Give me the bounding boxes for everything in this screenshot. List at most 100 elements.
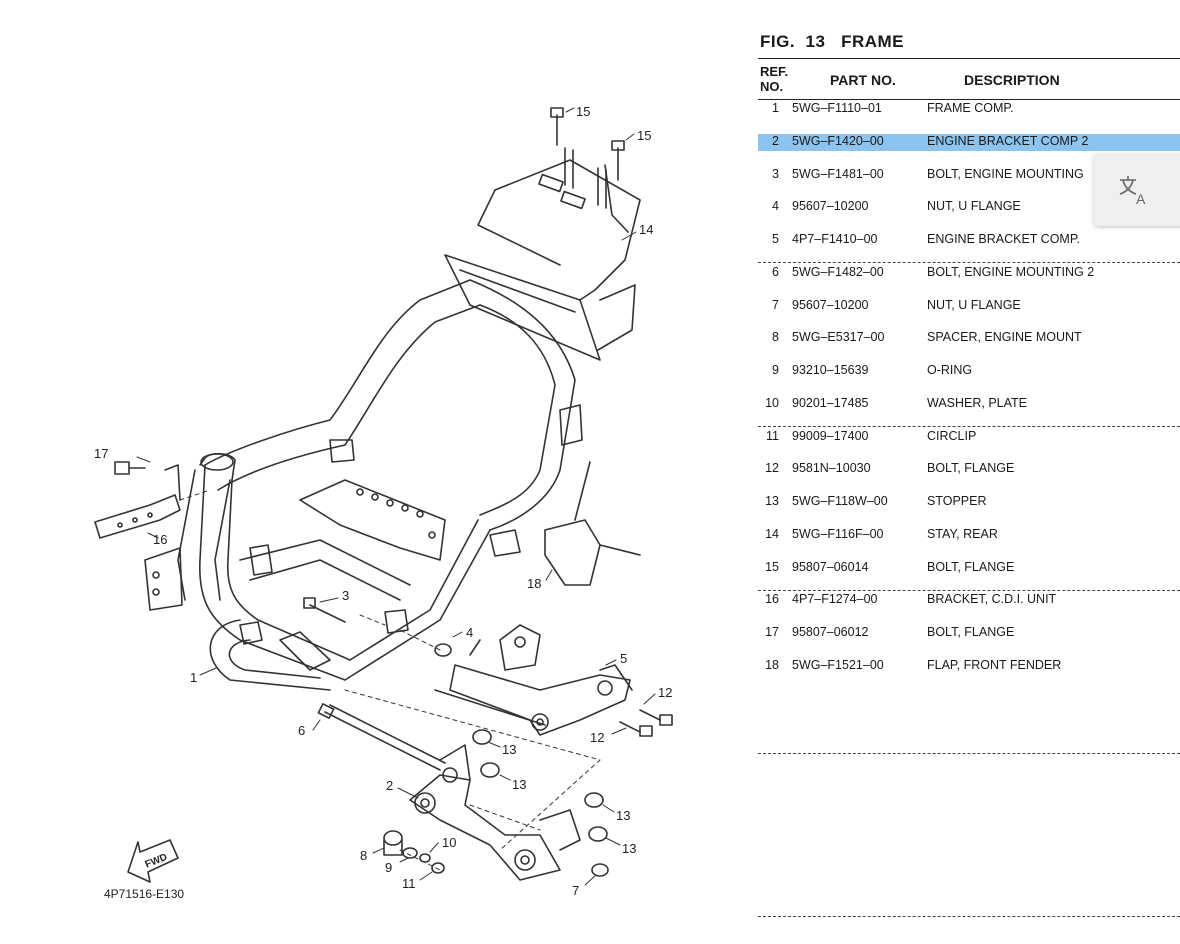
ref-cell: 10 (765, 395, 779, 410)
parts-list: FIG. 13 FRAME REF. NO. PART NO. DESCRIPT… (758, 30, 1180, 930)
header-part-no: PART NO. (830, 72, 896, 88)
description-cell: WASHER, PLATE (927, 395, 1028, 410)
callout-13b: 13 (512, 777, 526, 792)
part-number-cell: 5WG–F1420–00 (792, 133, 884, 148)
group-divider (758, 426, 1180, 427)
ref-cell: 13 (765, 494, 779, 508)
engine-bracket-comp (449, 624, 633, 736)
diagram-code: 4P71516-E130 (104, 887, 184, 901)
part-number-cell: 99009–17400 (792, 428, 869, 443)
header-top-rule (758, 58, 1180, 59)
table-row[interactable]: 4 95607–10200 NUT, U FLANGE (758, 199, 1180, 216)
part-number-cell: 93210–15639 (792, 363, 869, 377)
ref-cell: 8 (772, 330, 779, 345)
part-number-cell: 90201–17485 (792, 395, 869, 410)
group-divider (758, 753, 1180, 754)
svg-text:A: A (1136, 191, 1146, 207)
description-cell: STOPPER (927, 494, 987, 508)
table-row[interactable]: 15 95807–06014 BOLT, FLANGE (758, 560, 1180, 577)
ref-cell: 1 (772, 101, 779, 115)
table-row[interactable]: 7 95607–10200 NUT, U FLANGE (758, 298, 1180, 315)
part-number-cell: 95807–06014 (792, 559, 869, 574)
ref-cell: 7 (772, 297, 779, 312)
part-number-cell: 5WG–F1521–00 (792, 657, 884, 672)
ref-cell: 15 (765, 559, 779, 574)
part-number-cell: 95607–10200 (792, 297, 869, 312)
ref-cell: 14 (765, 526, 779, 541)
description-cell: ENGINE BRACKET COMP 2 (927, 133, 1089, 148)
part-number-cell: 9581N–10030 (792, 461, 871, 476)
part-number-cell: 4P7–F1410–00 (792, 232, 878, 246)
description-cell: NUT, U FLANGE (927, 297, 1021, 312)
callout-17: 17 (94, 446, 108, 461)
callout-12a: 12 (658, 685, 672, 700)
engine-bolts (317, 689, 546, 771)
description-cell: NUT, U FLANGE (927, 199, 1021, 214)
callout-2: 2 (386, 778, 393, 793)
callout-11: 11 (402, 876, 416, 891)
description-cell: BOLT, FLANGE (927, 461, 1015, 476)
ref-cell: 4 (772, 199, 779, 214)
description-cell: BOLT, FLANGE (927, 559, 1015, 574)
description-cell: BOLT, FLANGE (927, 625, 1015, 639)
callout-12b: 12 (590, 730, 604, 745)
table-row[interactable]: 12 9581N–10030 BOLT, FLANGE (758, 461, 1180, 478)
part-number-cell: 5WG–F116F–00 (792, 526, 884, 541)
table-row[interactable]: 2 5WG–F1420–00 ENGINE BRACKET COMP 2 (758, 133, 1180, 151)
ref-cell: 3 (772, 166, 779, 181)
callout-13a: 13 (502, 742, 516, 757)
leader-lines (136, 107, 656, 886)
description-cell: BOLT, ENGINE MOUNTING 2 (927, 264, 1095, 279)
description-cell: STAY, REAR (927, 526, 998, 541)
ref-cell: 16 (765, 592, 779, 607)
part-number-cell: 5WG–F1481–00 (792, 166, 884, 181)
fwd-arrow-icon: FWD (127, 839, 179, 883)
part-number-cell: 5WG–F118W–00 (792, 494, 888, 508)
translate-icon: A (1119, 176, 1146, 207)
group-divider (758, 590, 1180, 591)
ref-cell: 6 (772, 264, 779, 279)
ref-cell: 2 (772, 133, 779, 148)
callout-3: 3 (342, 588, 349, 603)
assembly-lines (179, 489, 601, 871)
part-number-cell: 5WG–E5317–00 (792, 330, 885, 345)
callout-6: 6 (298, 723, 305, 738)
frame-comp (199, 147, 641, 681)
table-row[interactable]: 10 90201–17485 WASHER, PLATE (758, 396, 1180, 413)
ref-cell: 9 (772, 363, 779, 377)
callout-10: 10 (442, 835, 456, 850)
callout-7: 7 (572, 883, 579, 898)
callout-9: 9 (385, 860, 392, 875)
callout-15a: 15 (576, 104, 590, 119)
ref-cell: 12 (765, 461, 779, 476)
front-tube (144, 452, 331, 691)
figure-title: FIG. 13 FRAME (760, 32, 905, 51)
ref-cell: 18 (765, 657, 779, 672)
ref-cell: 11 (766, 428, 779, 443)
table-row[interactable]: 13 5WG–F118W–00 STOPPER (758, 494, 1180, 511)
part-number-cell: 4P7–F1274–00 (792, 592, 878, 607)
description-cell: FRAME COMP. (927, 101, 1014, 115)
part-number-cell: 95807–06012 (792, 625, 869, 639)
engine-bracket-comp-2 (409, 744, 581, 881)
description-cell: SPACER, ENGINE MOUNT (927, 330, 1082, 345)
description-cell: ENGINE BRACKET COMP. (927, 232, 1081, 246)
fasteners (94, 107, 673, 877)
exploded-diagram: FWD 1 2 3 4 5 6 7 8 9 10 11 12 12 13 13 … (94, 104, 673, 901)
part-number-cell: 95607–10200 (792, 199, 869, 214)
table-row[interactable]: 14 5WG–F116F–00 STAY, REAR (758, 527, 1180, 544)
group-divider (758, 916, 1180, 917)
group-divider (758, 262, 1180, 263)
table-row[interactable]: 8 5WG–E5317–00 SPACER, ENGINE MOUNT (758, 330, 1180, 347)
translate-button[interactable]: A (1094, 154, 1180, 226)
callout-1: 1 (190, 670, 197, 685)
